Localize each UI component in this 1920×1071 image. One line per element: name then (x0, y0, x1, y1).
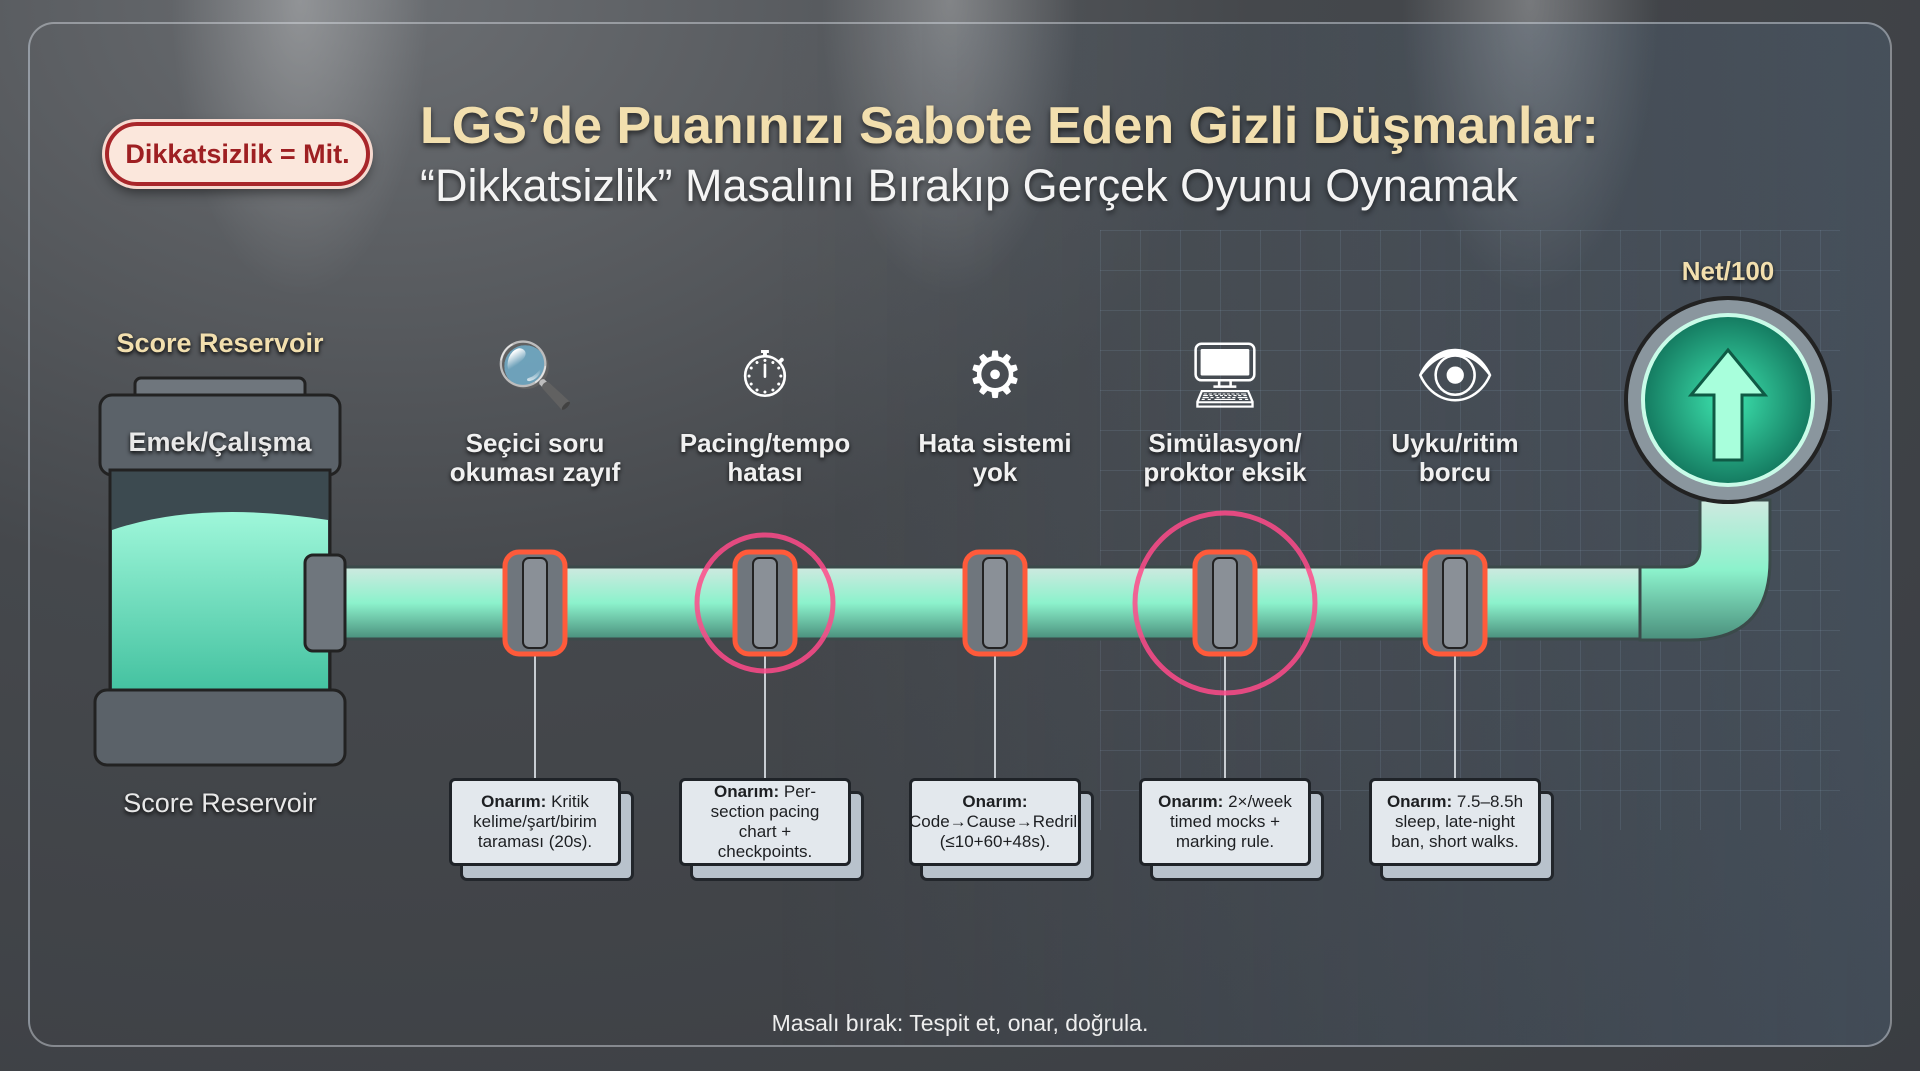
leak-joint (1132, 510, 1318, 778)
fix-card: Onarım: Code→Cause→Redrill (≤10+60+48s). (909, 778, 1081, 866)
fix-text: Kritik kelime/şart/birim taraması (20s). (473, 792, 597, 851)
leak-joint (502, 549, 568, 778)
fix-label: Onarım: (481, 792, 547, 811)
stage-title: Hata sistemi yok (918, 428, 1072, 487)
arrow-up-icon (1687, 347, 1769, 462)
fix-card: Onarım: 2×/week timed mocks + marking ru… (1139, 778, 1311, 866)
fix-label: Onarım: (962, 792, 1028, 811)
fix-card: Onarım: 7.5–8.5h sleep, late-night ban, … (1369, 778, 1541, 866)
page-title: LGS’de Puanınızı Sabote Eden Gizli Düşma… (420, 97, 1599, 155)
reservoir-plate: Emek/Çalışma (128, 427, 312, 457)
footer-caption: Masalı bırak: Tespit et, onar, doğrula. (771, 1010, 1149, 1036)
fix-card: Onarım: Per-section pacing chart + check… (679, 778, 851, 866)
fix-text: Code→Cause→Redrill (≤10+60+48s). (909, 812, 1081, 851)
pipe-elbow (1638, 498, 1772, 642)
magnifier-icon: 🔍 (495, 339, 575, 411)
reservoir-top-label: Score Reservoir (116, 328, 324, 358)
fix-text: 2×/week timed mocks + marking rule. (1169, 792, 1292, 851)
leak-joint (1422, 549, 1488, 778)
stopwatch-icon: ⏱ (740, 339, 790, 411)
frame (28, 22, 1892, 1047)
fix-label: Onarım: (1158, 792, 1224, 811)
spotlight (820, 0, 1080, 300)
stage-title: Pacing/tempo hatası (679, 428, 851, 487)
spotlight (1400, 0, 1660, 300)
stage-title: Seçici soru okuması zayıf (449, 428, 621, 487)
stage-title: Simülasyon/ proktor eksik (1143, 428, 1307, 487)
leak-joint (962, 549, 1028, 778)
fix-text: 7.5–8.5h sleep, late-night ban, short wa… (1391, 792, 1524, 851)
fix-text: Per-section pacing chart + checkpoints. (710, 782, 820, 861)
score-reservoir-tank (93, 376, 347, 767)
monitor-timer-icon: 🖥 (1184, 339, 1266, 411)
output-label: Net/100 (1681, 256, 1775, 286)
reservoir-bottom-label: Score Reservoir (123, 788, 317, 818)
myth-badge: Dikkatsizlik = Mit. (105, 122, 370, 186)
net-output-gauge (1624, 296, 1832, 504)
fix-card: Onarım: Kritik kelime/şart/birim taramas… (449, 778, 621, 866)
page-subtitle: “Dikkatsizlik” Masalını Bırakıp Gerçek O… (420, 160, 1518, 211)
stage-title: Uyku/ritim borcu (1391, 428, 1519, 487)
gear-question-icon: ⚙ (966, 339, 1024, 411)
tired-eye-battery-icon: 👁 (1414, 339, 1496, 411)
leak-joint (694, 532, 836, 778)
fix-label: Onarım: (713, 782, 780, 801)
fix-label: Onarım: (1386, 792, 1453, 811)
